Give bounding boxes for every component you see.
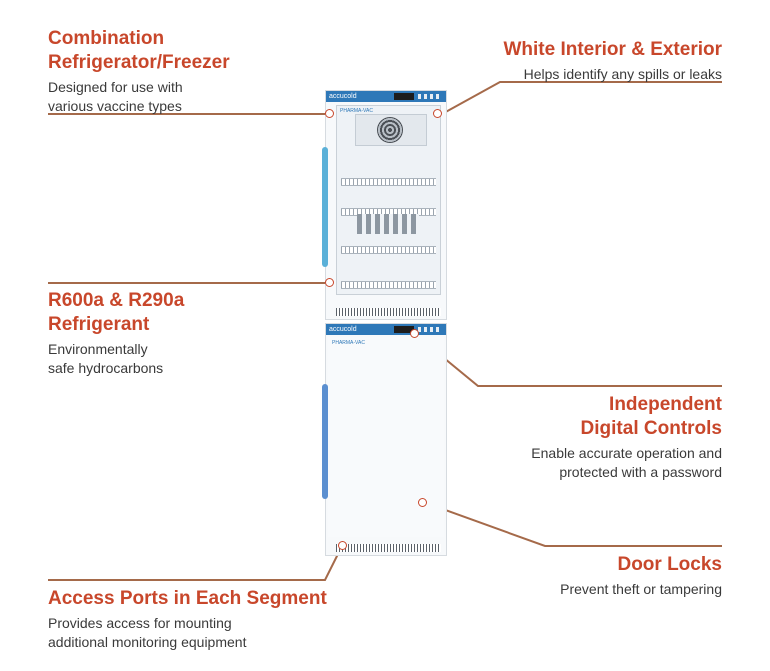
leader-line-ports bbox=[48, 545, 343, 581]
title-line: Independent bbox=[609, 394, 722, 415]
callout-title: White Interior & Exterior bbox=[503, 39, 722, 60]
callout-white-interior: White Interior & Exterior Helps identify… bbox=[422, 38, 722, 84]
bottom-grille bbox=[336, 308, 441, 316]
control-bar-bottom: accucold bbox=[326, 324, 446, 335]
title-line: R600a & R290a bbox=[48, 290, 185, 311]
callout-description: Designed for use with various vaccine ty… bbox=[48, 78, 308, 116]
leader-line-white bbox=[441, 81, 722, 115]
desc-line: Environmentally bbox=[48, 341, 148, 357]
leader-line-locks bbox=[425, 502, 722, 547]
callout-description: Prevent theft or tampering bbox=[560, 581, 722, 597]
callout-digital-controls: Independent Digital Controls Enable accu… bbox=[462, 393, 722, 482]
hotspot-controls[interactable] bbox=[410, 329, 419, 338]
control-bar-top: accucold bbox=[326, 91, 446, 102]
title-line: Digital Controls bbox=[580, 418, 722, 439]
freezer-unit: accucold PHARMA-VAC bbox=[322, 323, 447, 556]
bottom-grille bbox=[336, 544, 441, 552]
wire-shelf bbox=[341, 281, 436, 289]
hotspot-white[interactable] bbox=[433, 109, 442, 118]
hotspot-ports[interactable] bbox=[338, 541, 347, 550]
desc-line: various vaccine types bbox=[48, 98, 182, 114]
callout-title: Independent Digital Controls bbox=[462, 393, 722, 441]
control-buttons bbox=[418, 94, 440, 99]
desc-line: Provides access for mounting bbox=[48, 615, 232, 631]
hotspot-locks[interactable] bbox=[418, 498, 427, 507]
rear-vent bbox=[357, 214, 419, 234]
brand-label: accucold bbox=[329, 93, 357, 100]
refrigerator-unit: accucold PHARMA-VAC bbox=[322, 90, 447, 320]
brand-label: accucold bbox=[329, 326, 357, 333]
callout-door-locks: Door Locks Prevent theft or tampering bbox=[462, 553, 722, 599]
desc-line: protected with a password bbox=[559, 464, 722, 480]
fan-icon bbox=[377, 117, 403, 143]
callout-refrigerant: R600a & R290a Refrigerant Environmentall… bbox=[48, 289, 308, 378]
desc-line: safe hydrocarbons bbox=[48, 360, 164, 376]
callout-title: R600a & R290a Refrigerant bbox=[48, 289, 308, 337]
interior-brand-label: PHARMA-VAC bbox=[332, 340, 365, 346]
callout-description: Provides access for mounting additional … bbox=[48, 614, 368, 652]
hotspot-combination[interactable] bbox=[325, 109, 334, 118]
callout-description: Helps identify any spills or leaks bbox=[523, 66, 722, 82]
desc-line: additional monitoring equipment bbox=[48, 634, 247, 650]
temperature-display bbox=[394, 93, 414, 100]
title-line: Refrigerant bbox=[48, 314, 150, 335]
solid-door: PHARMA-VAC bbox=[328, 337, 444, 537]
callout-title: Door Locks bbox=[617, 554, 722, 575]
glass-door: PHARMA-VAC bbox=[336, 105, 441, 295]
callout-title: Access Ports in Each Segment bbox=[48, 588, 327, 609]
wire-shelf bbox=[341, 246, 436, 254]
callout-access-ports: Access Ports in Each Segment Provides ac… bbox=[48, 587, 368, 652]
control-buttons bbox=[418, 327, 440, 332]
temperature-display bbox=[394, 326, 414, 333]
desc-line: Designed for use with bbox=[48, 79, 183, 95]
desc-line: Enable accurate operation and bbox=[531, 445, 722, 461]
callout-combination: Combination Refrigerator/Freezer Designe… bbox=[48, 27, 308, 116]
interior-brand-label: PHARMA-VAC bbox=[340, 108, 373, 114]
fan-housing bbox=[355, 114, 427, 146]
door-handle bbox=[322, 384, 328, 499]
wire-shelf bbox=[341, 178, 436, 186]
callout-title: Combination Refrigerator/Freezer bbox=[48, 28, 230, 73]
door-handle bbox=[322, 147, 328, 267]
callout-description: Environmentally safe hydrocarbons bbox=[48, 340, 308, 378]
callout-description: Enable accurate operation and protected … bbox=[462, 444, 722, 482]
hotspot-refrigerant[interactable] bbox=[325, 278, 334, 287]
leader-line-controls bbox=[415, 334, 722, 387]
